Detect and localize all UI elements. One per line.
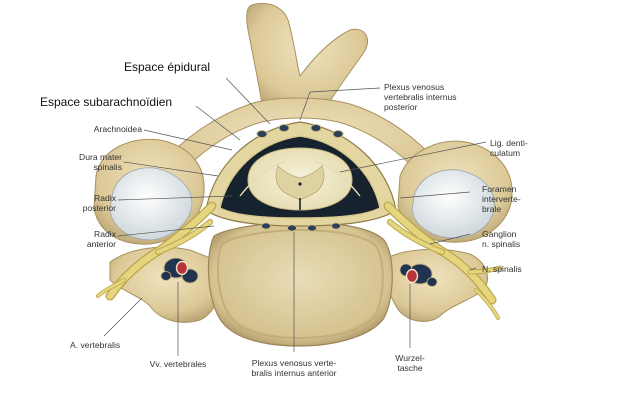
label-ganglion-line1: Ganglion — [482, 229, 517, 239]
label-radix-anterior-line1: Radix — [94, 229, 116, 239]
label-plexus-anterior: Plexus venosus verte- bralis internus an… — [234, 358, 354, 378]
label-lig-denticulatum: Lig. denti- culatum — [490, 138, 528, 158]
label-dura-mater: Dura mater spinalis — [40, 152, 122, 172]
anterior-venous-plexus — [261, 222, 341, 232]
label-foramen-line3: brale — [482, 204, 502, 214]
label-vv-vertebrales: Vv. vertebrales — [149, 359, 207, 369]
label-foramen-line1: Foramen — [482, 184, 517, 194]
label-dura-line2: spinalis — [93, 162, 122, 172]
label-foramen-line2: interverte- — [482, 194, 521, 204]
label-wurzeltasche: Wurzel- tasche — [380, 353, 440, 373]
label-espace-subarachnoidien: Espace subarachnoïdien — [40, 95, 173, 109]
central-canal — [298, 182, 302, 186]
right-vertebral-vessels — [399, 263, 438, 287]
label-lig-line1: Lig. denti- — [490, 138, 528, 148]
label-plexus-posterior-line1: Plexus venosus — [384, 82, 445, 92]
label-radix-posterior: Radix posterior — [34, 193, 116, 213]
label-arachnoidea: Arachnoidea — [93, 124, 142, 134]
left-spinal-nerve — [96, 201, 217, 301]
label-ganglion-line2: n. spinalis — [482, 239, 521, 249]
label-plexus-posterior: Plexus venosus vertebralis internus post… — [384, 82, 457, 112]
left-vertebral-vessels — [160, 257, 199, 284]
dorsal-rootlets — [239, 161, 361, 197]
label-plexus-posterior-line3: posterior — [384, 102, 418, 112]
right-facet-cartilage — [411, 169, 495, 239]
label-plexus-anterior-line1: Plexus venosus verte- — [251, 358, 337, 368]
label-wurzeltasche-line1: Wurzel- — [395, 353, 425, 363]
label-lig-line2: culatum — [490, 148, 521, 158]
label-radix-posterior-line1: Radix — [94, 193, 116, 203]
vertebral-body — [207, 221, 393, 347]
vertebral-body-rim — [216, 228, 384, 340]
label-ganglion: Ganglion n. spinalis — [482, 229, 520, 249]
label-dura-line1: Dura mater — [79, 152, 122, 162]
label-espace-epidural: Espace épidural — [124, 60, 211, 74]
spinous-process — [246, 2, 368, 113]
posterior-venous-plexus — [256, 124, 344, 138]
leader-lines — [103, 77, 487, 356]
label-radix-anterior-line2: anterior — [86, 239, 116, 249]
label-wurzeltasche-line2: tasche — [397, 363, 423, 373]
label-radix-posterior-line2: posterior — [82, 203, 116, 213]
label-radix-anterior: Radix anterior — [34, 229, 116, 249]
label-a-vertebralis: A. vertebralis — [70, 340, 121, 350]
label-plexus-anterior-line2: bralis internus anterior — [251, 368, 337, 378]
label-n-spinalis: N. spinalis — [482, 264, 522, 274]
label-plexus-posterior-line2: vertebralis internus — [384, 92, 457, 102]
left-transverse-process — [109, 246, 221, 323]
right-spinal-nerve — [383, 201, 503, 320]
label-foramen-intervertebrale: Foramen interverte- brale — [482, 184, 521, 214]
